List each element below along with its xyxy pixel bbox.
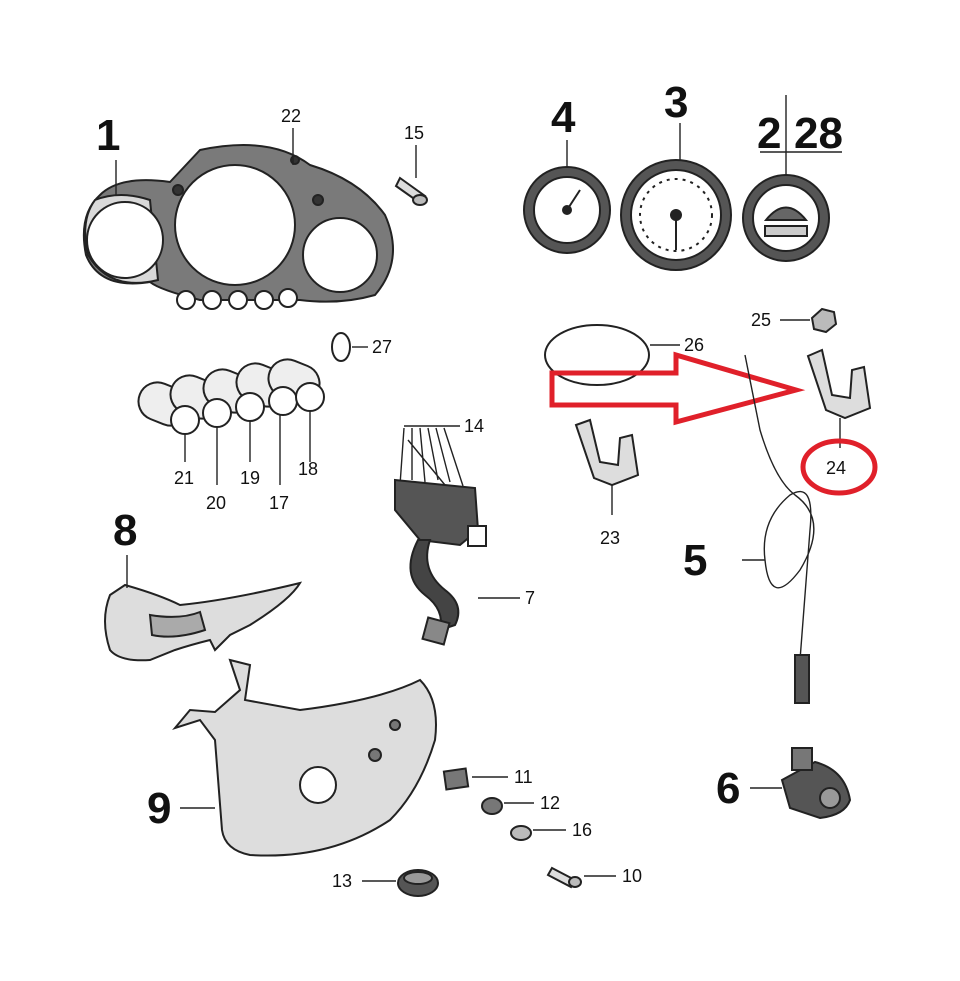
part-label-22: 22 [281,106,301,126]
gauge-2-tachometer [742,174,830,262]
part-label-16: 16 [572,820,592,840]
part-label-24: 24 [826,458,846,478]
part-label-12: 12 [540,793,560,813]
part-label-21: 21 [174,468,194,488]
grommet-12 [481,797,503,815]
speedometer-cable-5 [744,354,815,704]
gauge-4 [523,166,611,254]
part-label-9: 9 [147,784,171,833]
part-label-18: 18 [298,459,318,479]
part-label-8: 8 [113,506,137,555]
clip-11 [442,767,470,791]
part-label-10: 10 [622,866,642,886]
part-label-25: 25 [751,310,771,330]
part-label-19: 19 [240,468,260,488]
part-label-3: 3 [664,78,688,127]
bracket-24 [806,348,872,420]
part-label-17: 17 [269,493,289,513]
bracket-23 [574,418,640,487]
part-label-15: 15 [404,123,424,143]
indicator-lamps [137,358,325,435]
nut-25 [810,307,838,334]
wiring-harness [394,427,487,646]
part-label-27: 27 [372,337,392,357]
seal-ring-26 [544,324,650,386]
instrument-bezel [82,144,394,310]
part-label-20: 20 [206,493,226,513]
part-label-7: 7 [525,588,535,608]
part-label-1: 1 [96,111,120,160]
part-label-13: 13 [332,871,352,891]
part-label-26: 26 [684,335,704,355]
part-label-5: 5 [683,536,707,585]
screw-10 [546,866,582,889]
highlight-arrow [549,351,806,426]
part-label-23: 23 [600,528,620,548]
inner-cover-8 [104,581,303,662]
gauge-3-speedometer [620,159,732,271]
part-label-11: 11 [514,767,533,787]
part-label-4: 4 [551,93,576,142]
highlight-circle [800,438,878,496]
part-label-2: 2 [757,109,781,158]
part-label-6: 6 [716,764,740,813]
lower-cover-9 [172,658,437,857]
rubber-mount-13 [397,869,439,897]
part-label-14: 14 [464,416,484,436]
speedometer-drive-6 [780,747,852,820]
washer-16 [510,825,532,841]
part-label-28: 28 [794,109,843,158]
o-ring-27 [331,332,351,362]
screw-15 [394,176,428,206]
